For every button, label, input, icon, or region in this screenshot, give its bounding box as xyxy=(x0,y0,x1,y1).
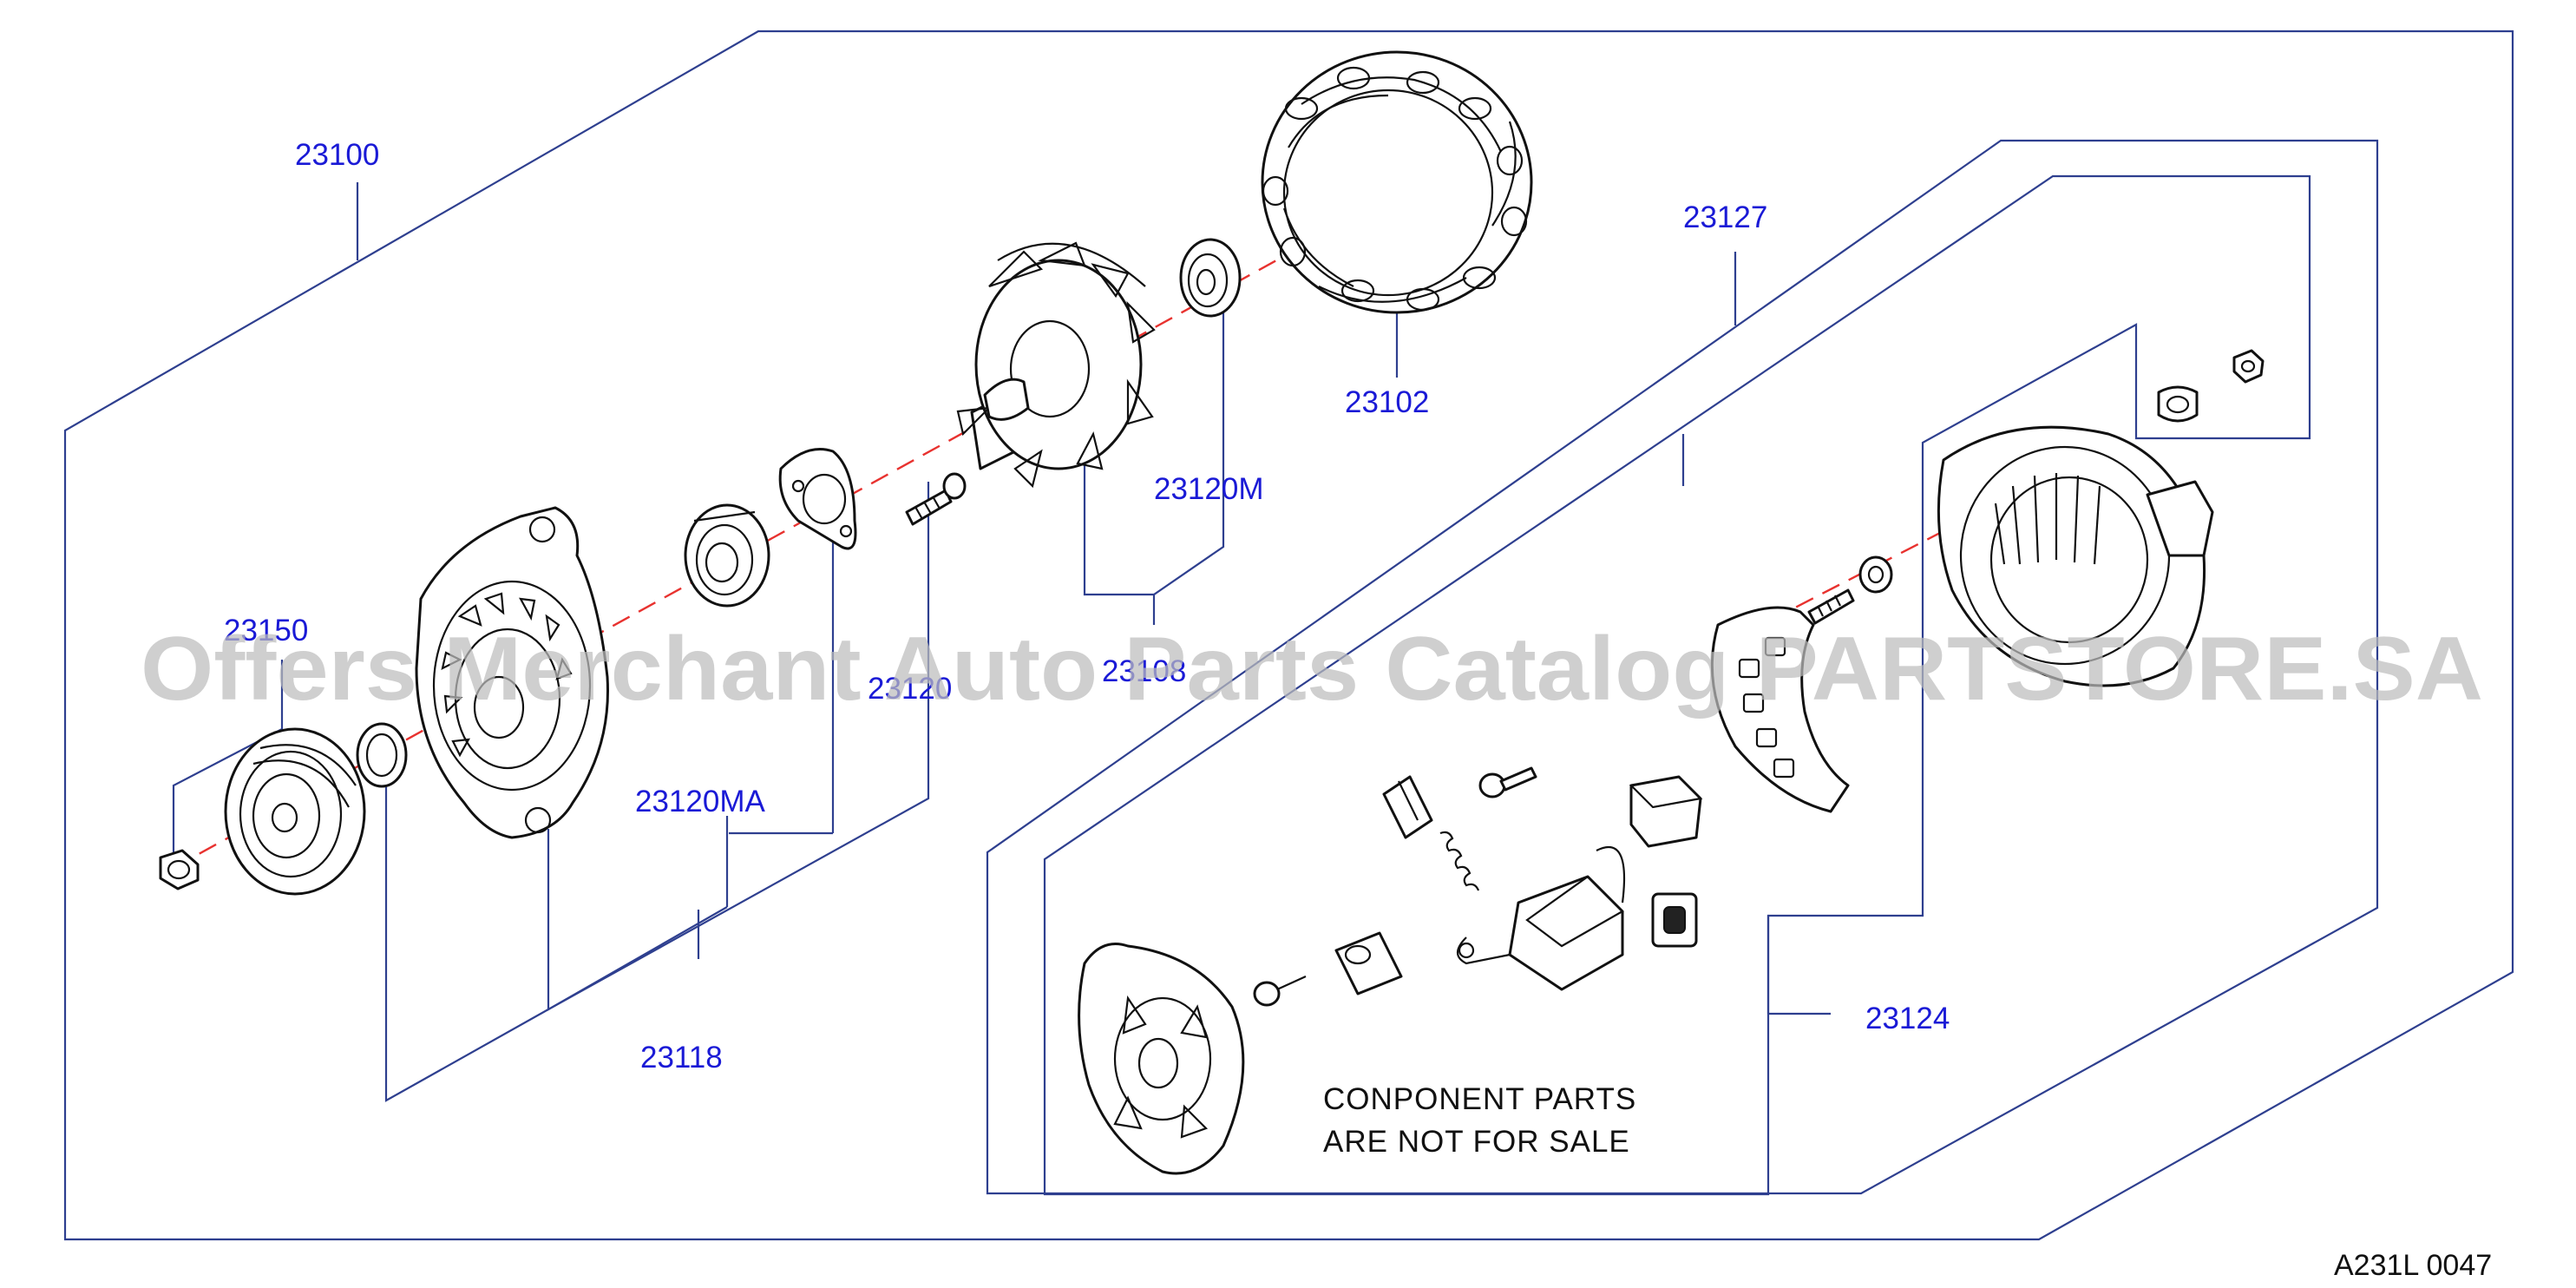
leader-lines xyxy=(172,182,1831,1102)
part-label-23124: 23124 xyxy=(1865,1002,1950,1035)
diagram-code: A231L 0047 xyxy=(2334,1249,2492,1282)
part-label-23150: 23150 xyxy=(224,614,308,647)
rear-cover-part xyxy=(1937,425,2214,687)
part-label-23120MA: 23120MA xyxy=(635,785,765,818)
stator-part xyxy=(1261,50,1533,314)
part-label-23120M: 23120M xyxy=(1154,472,1263,506)
rear-bearing-part xyxy=(1179,238,1242,318)
spacer-ring-part xyxy=(356,722,408,788)
pulley-nut-part xyxy=(159,849,200,890)
plate-screw-part xyxy=(1253,975,1307,1007)
retainer-screw-part xyxy=(905,472,967,526)
rotor-part xyxy=(956,241,1156,489)
watermark-text: Offers Merchant Auto Parts Catalog PARTS… xyxy=(141,619,2483,720)
front-bearing-part xyxy=(684,503,770,608)
rectifier-part xyxy=(1710,606,1850,813)
brush-screw-part xyxy=(1478,766,1537,798)
rear-end-plate-part xyxy=(1078,943,1245,1175)
note-line-2: ARE NOT FOR SALE xyxy=(1323,1125,1630,1159)
part-label-23120: 23120 xyxy=(868,672,952,706)
part-label-23100: 23100 xyxy=(295,138,379,172)
rectifier-bolt-part xyxy=(1807,588,1855,625)
part-label-23118: 23118 xyxy=(640,1041,723,1074)
assembly-frame-23124 xyxy=(1043,174,2311,1196)
washer-part xyxy=(1858,555,1893,594)
terminal-nut-part xyxy=(2157,385,2199,423)
brush-part xyxy=(1382,775,1433,839)
front-housing-part xyxy=(415,506,609,839)
assembly-frame-23100 xyxy=(63,30,2514,1241)
condenser-part xyxy=(1334,931,1403,996)
pulley-part xyxy=(224,727,366,896)
part-label-23108: 23108 xyxy=(1102,654,1186,688)
brush-spring-part xyxy=(1439,831,1480,891)
part-label-23102: 23102 xyxy=(1345,385,1429,419)
terminal-block-part xyxy=(1629,775,1703,848)
regulator-part xyxy=(1456,845,1626,991)
note-line-1: CONPONENT PARTS xyxy=(1323,1082,1636,1116)
terminal-boot-part xyxy=(1651,892,1698,948)
terminal-nut-small-part xyxy=(2232,349,2265,384)
assembly-frame-23127 xyxy=(986,139,2379,1195)
bearing-retainer-part xyxy=(778,448,857,550)
part-label-23127: 23127 xyxy=(1683,200,1767,234)
center-axis-rear xyxy=(1769,476,2048,622)
